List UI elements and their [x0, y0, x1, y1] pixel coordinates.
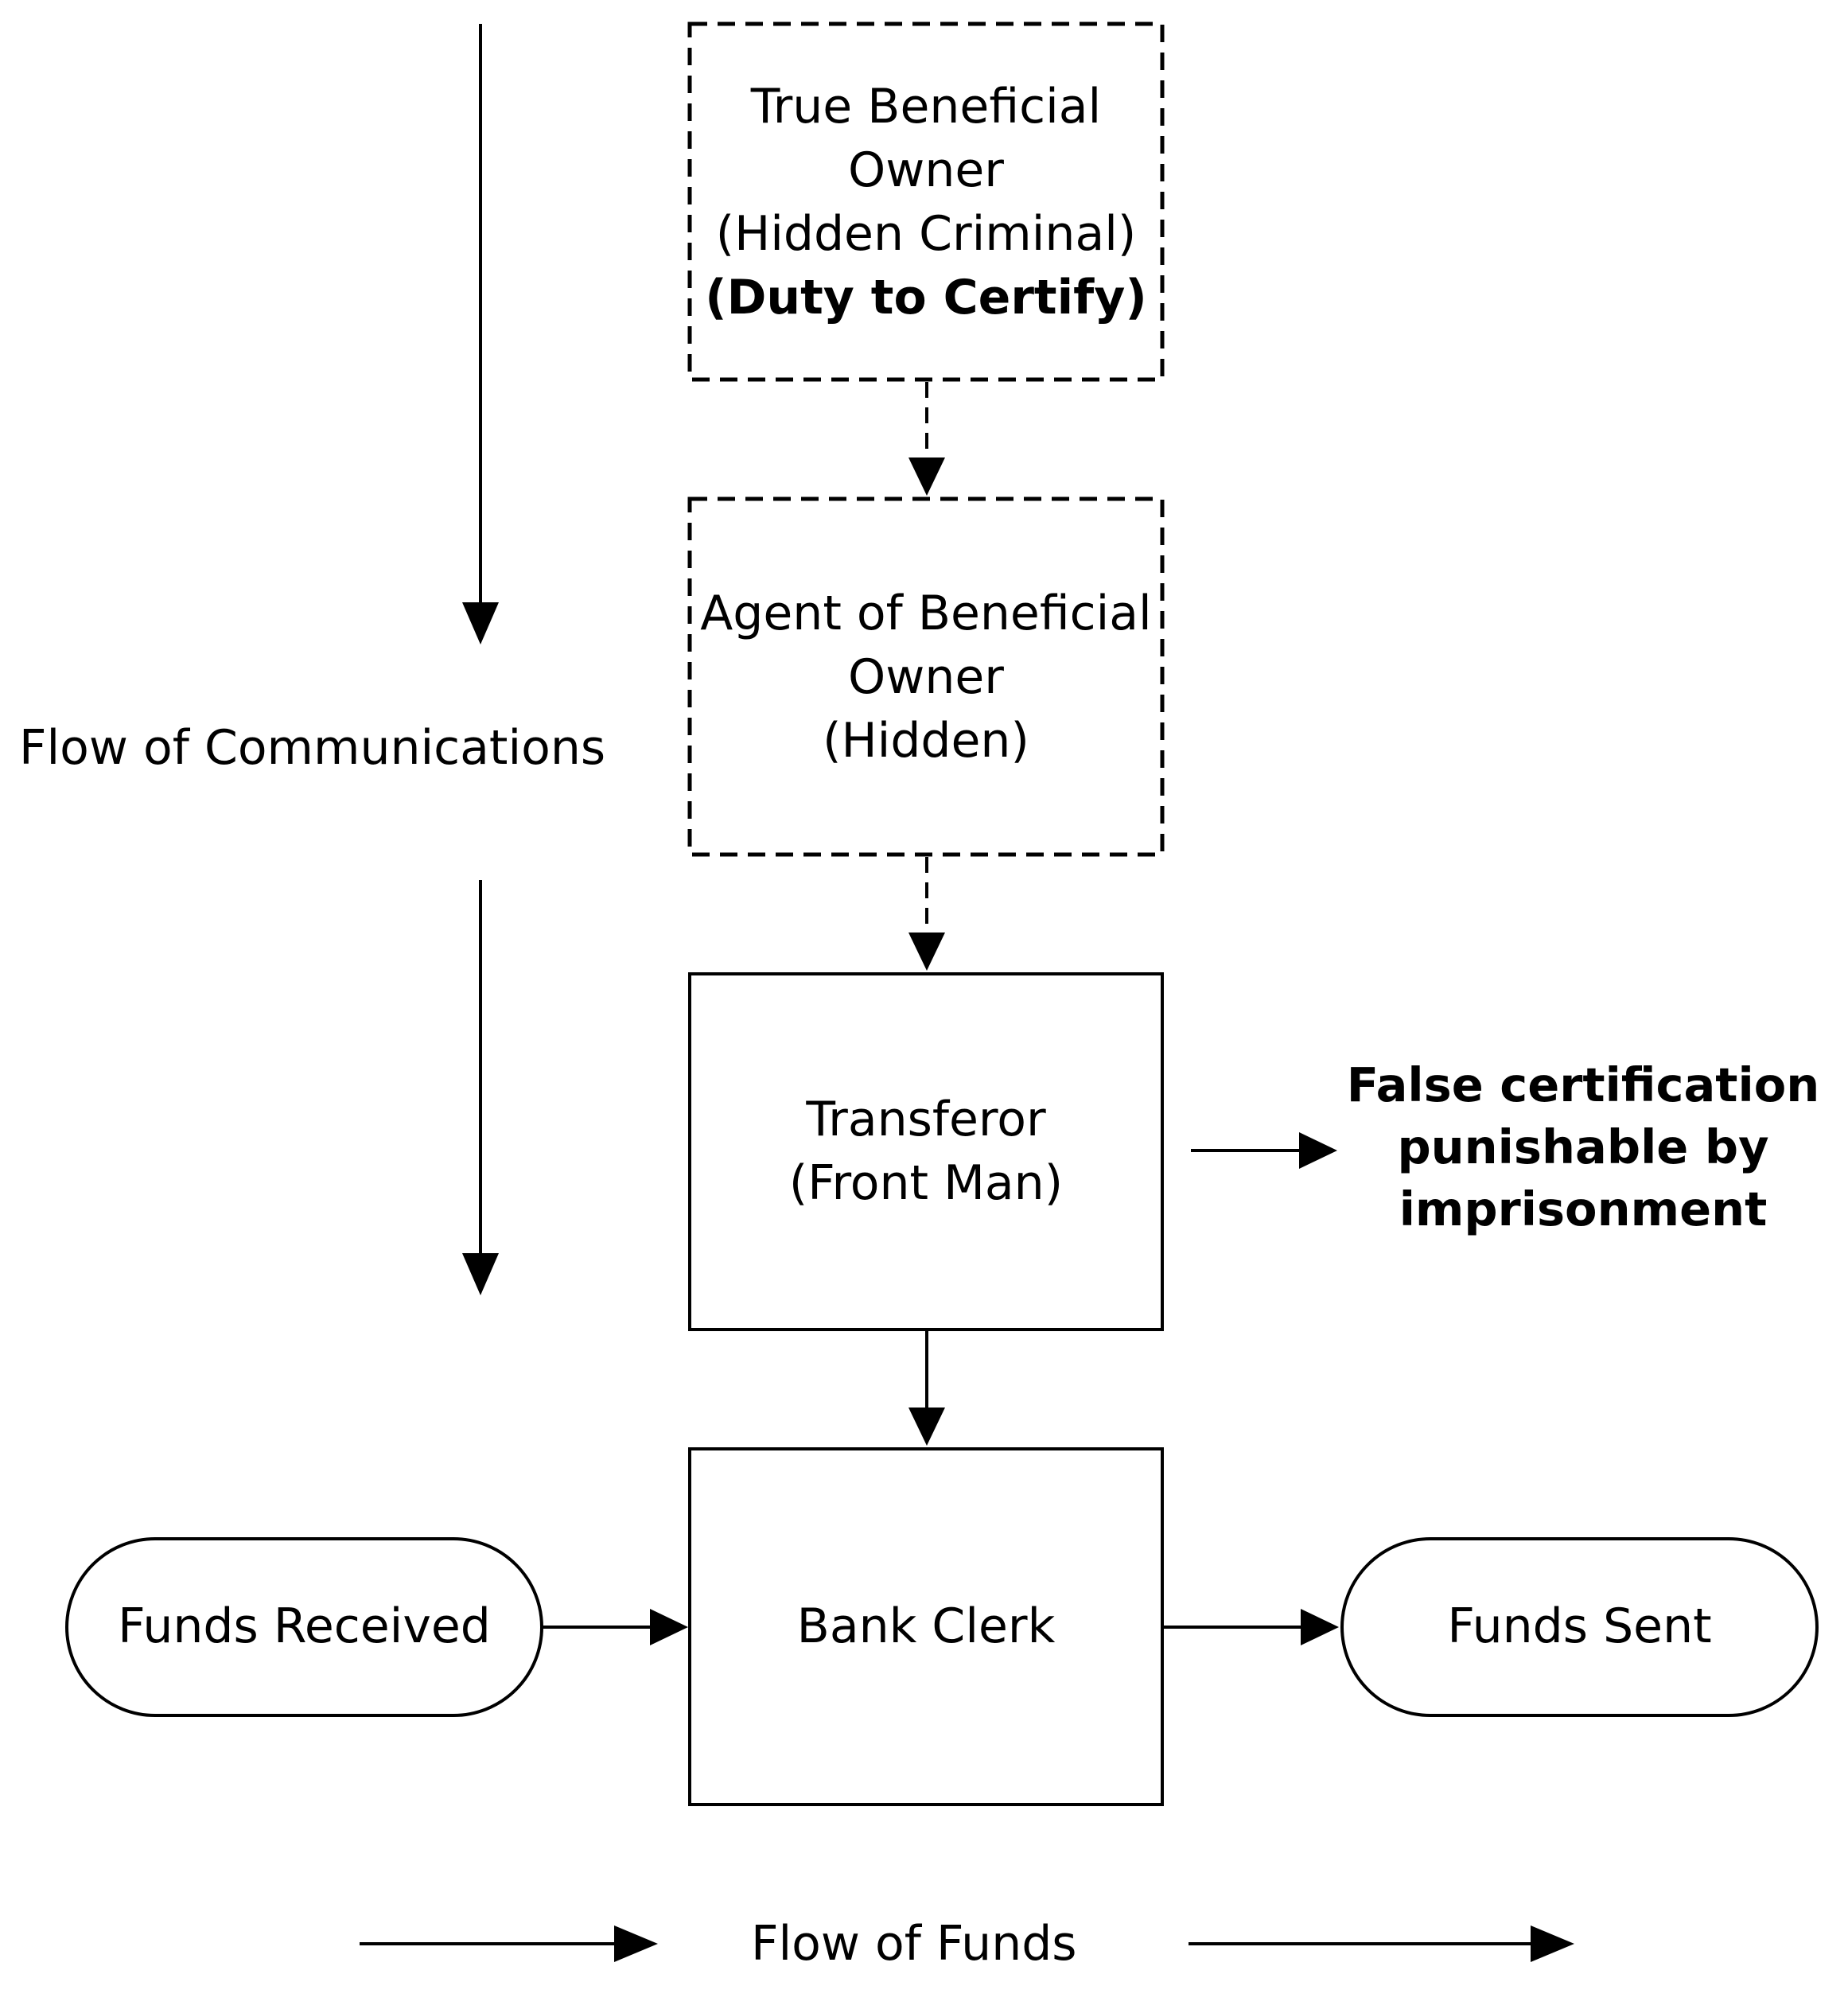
funds-flow-arrow-left-head — [614, 1925, 658, 1962]
agent-of-beneficial-owner-box — [687, 496, 1165, 857]
agent-of-beneficial-owner-label: Agent of Beneficial Owner (Hidden) — [690, 582, 1162, 773]
false-certification-line-1: False certification — [1346, 1057, 1820, 1112]
owner-to-agent-arrowhead — [908, 458, 945, 496]
agent-line-1: Agent of Beneficial — [700, 586, 1152, 641]
funds-sent-text: Funds Sent — [1447, 1598, 1712, 1654]
transferor-label: Transferor (Front Man) — [690, 1088, 1162, 1215]
communications-arrow-upper-head — [462, 602, 499, 644]
false-certification-line-2: punishable by — [1397, 1119, 1769, 1174]
transferor-to-bank-clerk-arrowhead — [908, 1408, 945, 1446]
true-beneficial-owner-label: True Beneficial Owner (Hidden Criminal) … — [690, 75, 1162, 329]
bank-clerk-to-funds-sent-arrowhead — [1301, 1609, 1339, 1645]
flow-of-funds-label: Flow of Funds — [751, 1916, 1077, 1972]
false-certification-note: False certification punishable by impris… — [1344, 1054, 1822, 1240]
agent-line-3: (Hidden) — [823, 713, 1029, 769]
true-beneficial-owner-box — [687, 21, 1165, 382]
flow-of-communications-label: Flow of Communications — [19, 720, 606, 776]
transferor-box — [688, 972, 1164, 1331]
funds-sent-pill — [1340, 1537, 1819, 1717]
true-owner-line-2: Owner — [848, 142, 1004, 198]
agent-to-transferor-arrowhead — [908, 933, 945, 971]
funds-received-label: Funds Received — [67, 1594, 542, 1658]
bank-clerk-text: Bank Clerk — [796, 1598, 1056, 1654]
duty-to-certify-label: (Duty to Certify) — [705, 270, 1147, 325]
communications-arrow-lower-head — [462, 1253, 499, 1295]
funds-received-text: Funds Received — [118, 1598, 491, 1654]
transferor-line-2: (Front Man) — [788, 1155, 1064, 1211]
bank-clerk-label: Bank Clerk — [690, 1594, 1162, 1658]
funds-received-to-bank-clerk-arrowhead — [650, 1609, 688, 1645]
false-certification-line-3: imprisonment — [1399, 1182, 1768, 1236]
true-owner-line-1: True Beneficial — [750, 79, 1102, 134]
true-owner-line-3: (Hidden Criminal) — [715, 206, 1137, 262]
bank-clerk-box — [688, 1447, 1164, 1806]
funds-sent-label: Funds Sent — [1342, 1594, 1817, 1658]
transferor-to-note-arrowhead — [1299, 1132, 1337, 1169]
agent-line-2: Owner — [848, 649, 1004, 705]
funds-flow-arrow-right-head — [1531, 1925, 1574, 1962]
transferor-line-1: Transferor — [806, 1092, 1046, 1147]
